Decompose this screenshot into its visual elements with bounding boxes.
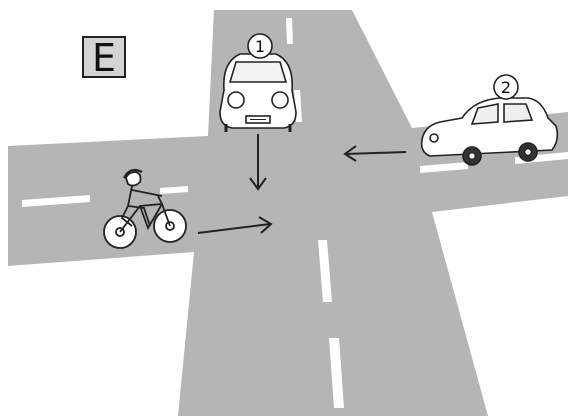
car-1-number-circle — [247, 33, 273, 59]
car-2-number: 2 — [501, 78, 511, 97]
car-side-icon — [420, 97, 559, 166]
car-2-number-circle — [493, 74, 519, 100]
road-surface — [8, 10, 568, 416]
car-front-icon — [219, 53, 297, 132]
car-1-number: 1 — [255, 37, 265, 56]
cyclist-icon — [103, 168, 187, 249]
arrow-bicycle — [197, 216, 273, 234]
arrow-car-2 — [343, 145, 407, 162]
arrow-car-1 — [249, 134, 267, 191]
scenario-label-text: E — [91, 36, 116, 80]
lane-markings-vertical — [286, 18, 344, 408]
scenario-label: E — [82, 36, 126, 80]
